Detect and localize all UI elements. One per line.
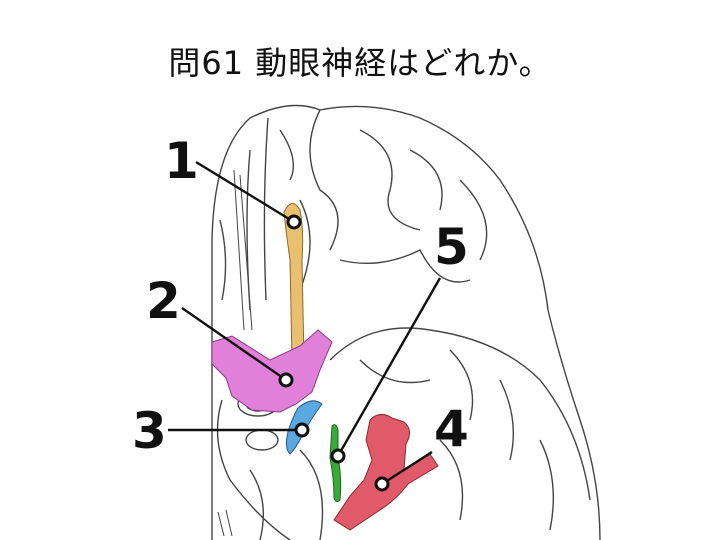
- label-1: 1: [164, 132, 199, 190]
- brain-outline: [211, 104, 601, 540]
- trigeminal-nerve-shape: [333, 414, 439, 531]
- question-title: 問61 動眼神経はどれか。: [168, 44, 552, 82]
- label-3: 3: [132, 402, 167, 460]
- pointer-dot-4: [374, 476, 390, 492]
- leader-line-5: [336, 277, 442, 457]
- leader-line-4: [381, 450, 433, 486]
- label-4: 4: [434, 400, 469, 458]
- trochlear-nerve-shape: [329, 424, 342, 503]
- label-2: 2: [146, 272, 181, 330]
- pointer-dot-1: [286, 214, 302, 230]
- pointer-dots: [278, 214, 390, 492]
- pointer-dot-2: [278, 372, 294, 388]
- pointer-dot-3: [294, 422, 310, 438]
- leader-line-2: [181, 307, 287, 381]
- label-5: 5: [434, 218, 469, 276]
- leader-lines: [168, 160, 442, 486]
- pointer-dot-5: [330, 448, 346, 464]
- leader-line-1: [195, 160, 295, 224]
